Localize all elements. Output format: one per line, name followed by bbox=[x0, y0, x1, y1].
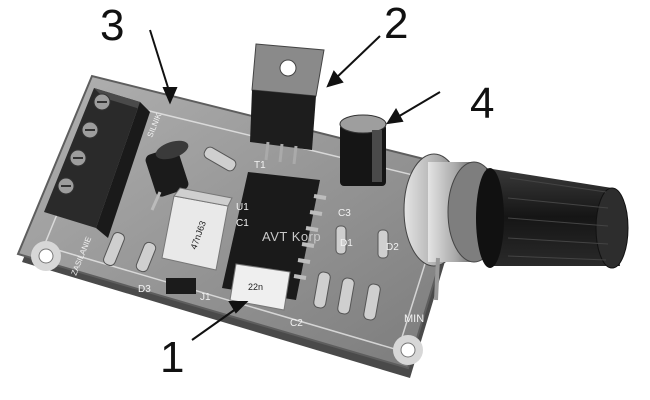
label-c1: C1 bbox=[236, 218, 249, 229]
label-j1: J1 bbox=[200, 292, 211, 303]
label-u1: U1 bbox=[236, 202, 249, 213]
label-t1: T1 bbox=[254, 160, 266, 171]
watermark: AVT Korp bbox=[262, 229, 322, 244]
label-c2: C2 bbox=[290, 318, 303, 329]
arrow-2-line bbox=[333, 35, 381, 81]
mounting-hole-left bbox=[31, 241, 61, 271]
label-min: MIN bbox=[404, 313, 424, 325]
arrow-3-line bbox=[149, 29, 171, 95]
arrow-1-head bbox=[228, 301, 249, 314]
screw-terminal-block bbox=[44, 88, 150, 238]
label-d3: D3 bbox=[138, 284, 151, 295]
knob bbox=[476, 168, 629, 269]
diode-component bbox=[145, 140, 189, 211]
arrow-4-line bbox=[395, 91, 441, 119]
arrow-1-line bbox=[191, 305, 241, 341]
callout-number-4: 4 bbox=[470, 79, 495, 128]
callout-number-1: 1 bbox=[160, 333, 185, 382]
callout-number-2: 2 bbox=[384, 0, 409, 48]
label-c3: C3 bbox=[338, 208, 351, 219]
arrow-4-head bbox=[386, 108, 404, 125]
callout-number-3: 3 bbox=[100, 1, 125, 50]
arrow-3-head bbox=[162, 87, 178, 105]
voltage-regulator bbox=[250, 43, 325, 165]
arrow-2-head bbox=[326, 70, 344, 88]
mounting-hole-right bbox=[393, 335, 423, 365]
film-capacitor-large bbox=[161, 187, 233, 271]
resistor-group bbox=[103, 146, 389, 321]
jumper-j1 bbox=[166, 278, 196, 294]
film-capacitor-small bbox=[229, 263, 291, 311]
label-d2: D2 bbox=[386, 242, 399, 253]
callout-arrows bbox=[149, 29, 441, 341]
label-d1: D1 bbox=[340, 238, 353, 249]
cap-marking-small: 22n bbox=[248, 282, 263, 292]
electrolytic-capacitor bbox=[339, 114, 387, 186]
